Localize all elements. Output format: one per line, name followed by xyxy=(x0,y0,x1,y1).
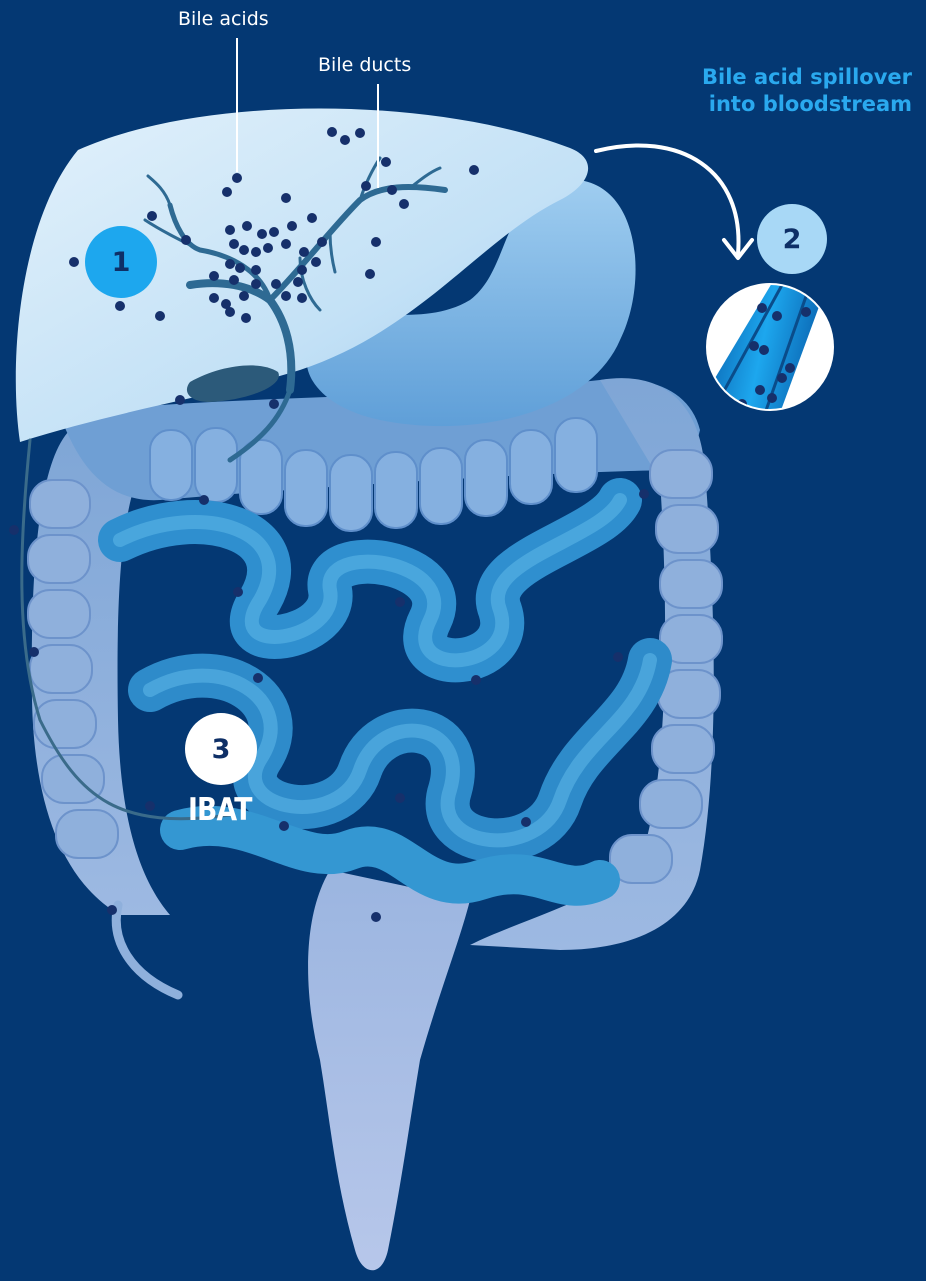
label-bile-ducts: Bile ducts xyxy=(318,54,411,76)
step-badge-3: 3 xyxy=(185,713,257,785)
callout-spillover: Bile acid spillover into bloodstream xyxy=(632,64,912,118)
blood-vessel-icon xyxy=(698,269,834,427)
label-bile-acids: Bile acids xyxy=(178,8,269,30)
callout-line-2: into bloodstream xyxy=(632,91,912,118)
callout-line-1: Bile acid spillover xyxy=(632,64,912,91)
step-badge-1: 1 xyxy=(85,226,157,298)
step-badge-2: 2 xyxy=(757,204,827,274)
label-ibat: IBAT xyxy=(188,792,252,828)
